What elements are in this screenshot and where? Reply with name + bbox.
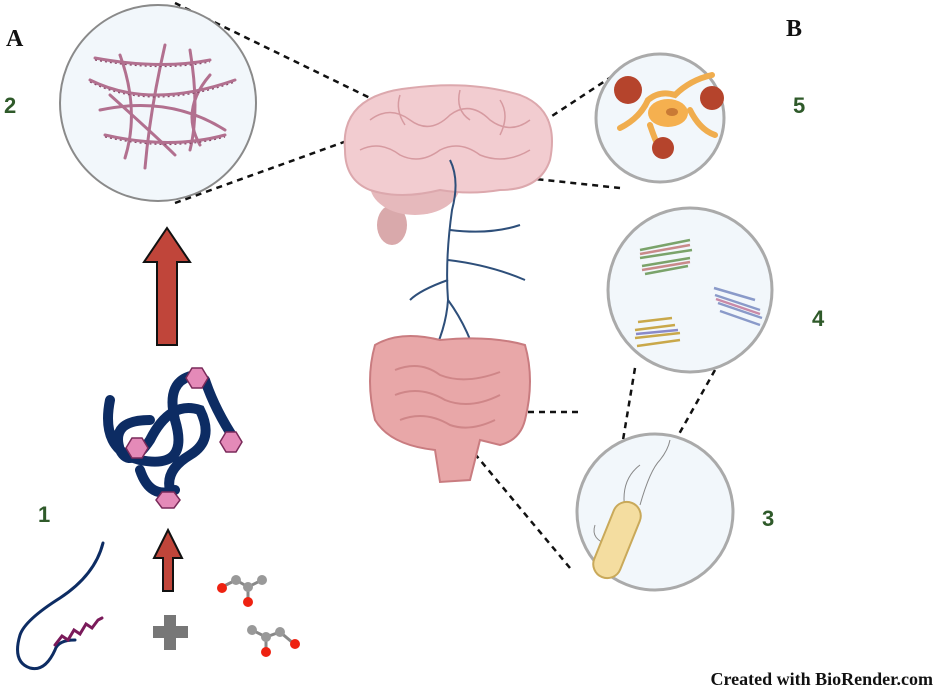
panel-label-a: A xyxy=(6,26,24,52)
step-number-4: 4 xyxy=(812,306,825,331)
methylglyoxal-molecules xyxy=(217,575,300,657)
step-number-2: 2 xyxy=(4,93,17,118)
plus-icon xyxy=(153,615,188,650)
step-number-3: 3 xyxy=(762,506,775,531)
bacterium-circle xyxy=(575,432,735,592)
neuron-circle xyxy=(594,52,726,184)
glycated-protein xyxy=(103,367,243,509)
amyloid-fibril-circle xyxy=(606,206,774,374)
brain xyxy=(343,84,553,245)
fibril-network-circle xyxy=(59,4,257,202)
arrow-up-small xyxy=(152,527,184,592)
unfolded-protein xyxy=(16,541,105,671)
intestine xyxy=(369,335,531,484)
biorender-credit: Created with BioRender.com xyxy=(710,669,933,689)
panel-label-b: B xyxy=(786,16,803,42)
step-number-1: 1 xyxy=(38,502,51,527)
step-number-5: 5 xyxy=(793,93,806,118)
arrow-up-large xyxy=(142,226,192,346)
